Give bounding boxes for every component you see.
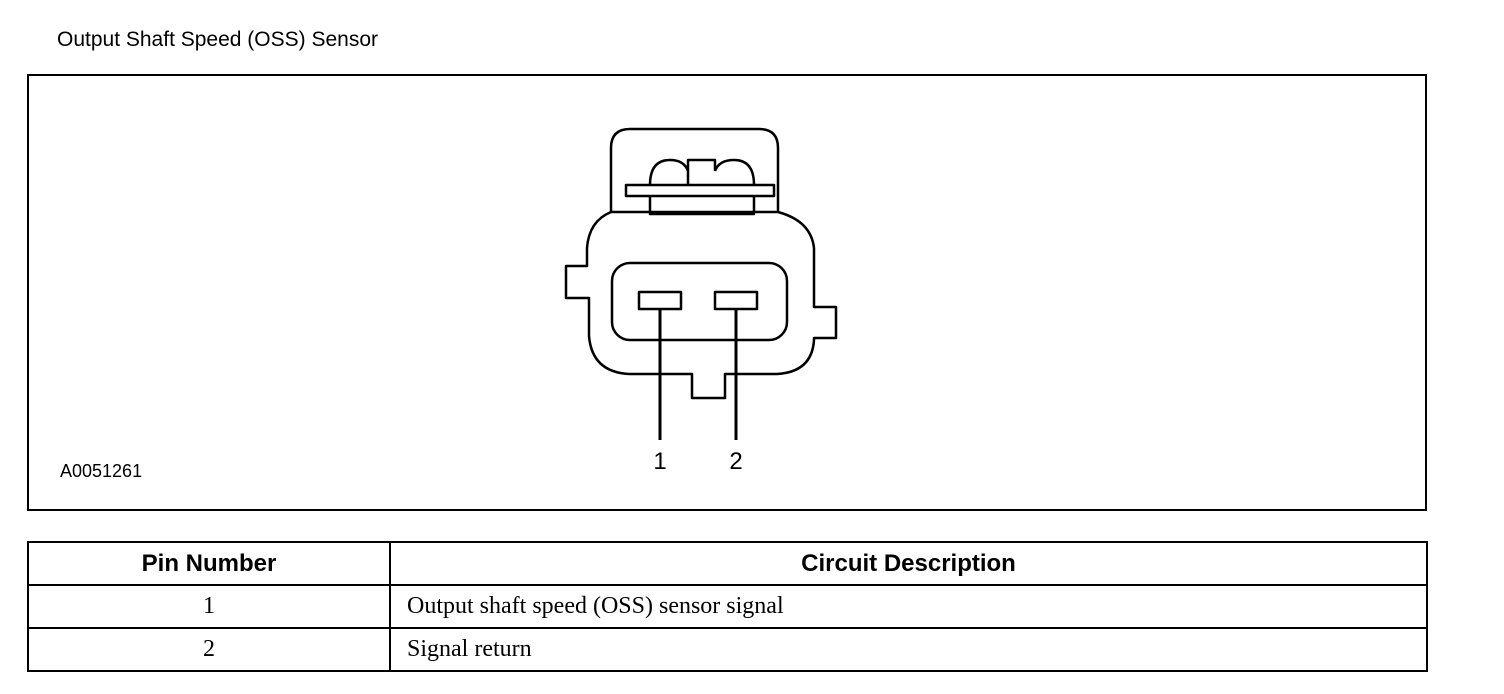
circuit-description-cell: Signal return [389, 627, 1428, 672]
table-row: 2 Signal return [27, 627, 1428, 672]
terminal-pin-2 [713, 290, 759, 311]
figure-id-label: A0051261 [60, 461, 143, 481]
latch-inner [648, 158, 756, 216]
latch-bar [624, 183, 776, 198]
table-row: 1 Output shaft speed (OSS) sensor signal [27, 584, 1428, 629]
terminal-cavity [610, 261, 789, 342]
header-pin-number: Pin Number [27, 541, 391, 586]
pin-label-2: 2 [729, 448, 742, 475]
circuit-description-cell: Output shaft speed (OSS) sensor signal [389, 584, 1428, 629]
pin-number-cell: 1 [27, 584, 391, 629]
pin-label-1: 1 [653, 448, 666, 475]
connector-body [564, 210, 838, 400]
pin-table: Pin Number Circuit Description 1 Output … [27, 541, 1428, 672]
connector-face-diagram: 1 2 [564, 127, 838, 475]
header-circuit-description: Circuit Description [389, 541, 1428, 586]
page-title: Output Shaft Speed (OSS) Sensor [57, 28, 379, 51]
table-header-row: Pin Number Circuit Description [27, 541, 1428, 586]
locking-tab-housing [609, 127, 780, 212]
terminal-pin-1 [637, 290, 683, 311]
pin-number-cell: 2 [27, 627, 391, 672]
connector-figure: 1 2 A0051261 [27, 74, 1427, 511]
